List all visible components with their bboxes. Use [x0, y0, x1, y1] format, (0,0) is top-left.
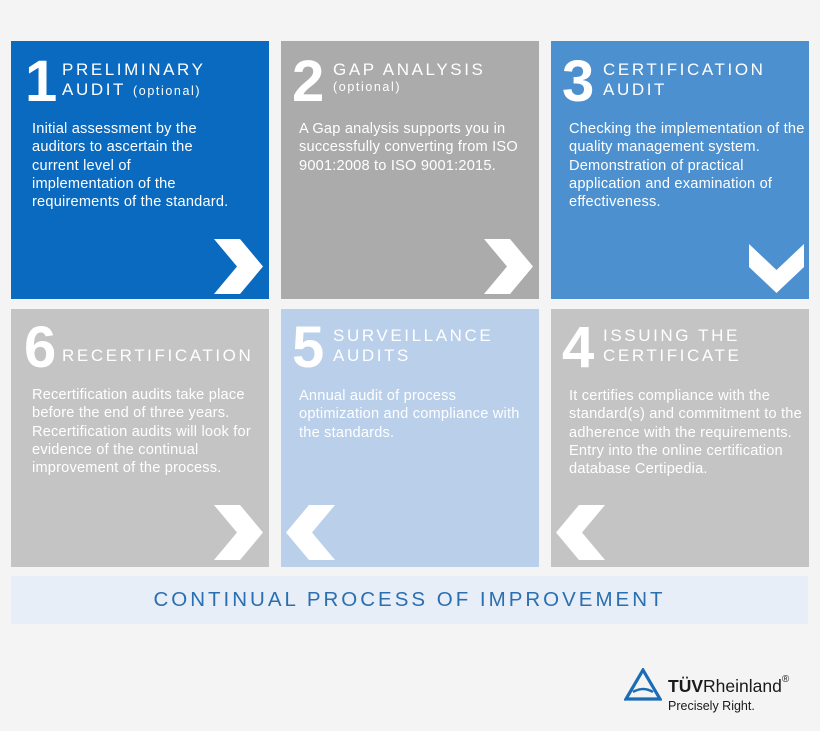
step-4-issuing-certificate: 4 ISSUING THE CERTIFICATE It certifies c… — [551, 309, 809, 567]
optional-note: (optional) — [133, 84, 202, 98]
step-title: GAP ANALYSIS (optional) — [333, 60, 486, 94]
step-number: 5 — [292, 315, 325, 380]
chevron-left-icon — [286, 505, 336, 560]
brand-tagline: Precisely Right. — [668, 699, 755, 713]
step-description: Checking the implementation of the quali… — [569, 121, 805, 211]
tuv-triangle-icon — [623, 666, 663, 707]
step-title: RECERTIFICATION — [62, 346, 254, 365]
chevron-right-icon — [214, 505, 264, 560]
step-6-recertification: 6 RECERTIFICATION Recertification audits… — [11, 309, 269, 567]
step-1-preliminary-audit: 1 PRELIMINARY AUDIT (optional) Initial a… — [11, 41, 269, 299]
step-number: 2 — [292, 49, 325, 114]
step-description: Initial assessment by the auditors to as… — [32, 121, 229, 211]
step-number: 1 — [25, 49, 58, 114]
step-3-certification-audit: 3 CERTIFICATION AUDIT Checking the imple… — [551, 41, 809, 299]
step-title: CERTIFICATION AUDIT — [603, 60, 766, 99]
chevron-down-icon — [749, 244, 804, 293]
step-number: 4 — [562, 315, 595, 380]
banner-text: CONTINUAL PROCESS OF IMPROVEMENT — [153, 588, 666, 611]
step-number: 6 — [24, 315, 57, 380]
step-description: Annual audit of process optimization and… — [299, 388, 520, 441]
step-title: ISSUING THE CERTIFICATE — [603, 326, 742, 365]
continual-improvement-banner: CONTINUAL PROCESS OF IMPROVEMENT — [11, 576, 808, 624]
step-description: Recertification audits take place before… — [32, 387, 251, 477]
step-description: It certifies compliance with the standar… — [569, 388, 802, 478]
step-2-gap-analysis: 2 GAP ANALYSIS (optional) A Gap analysis… — [281, 41, 539, 299]
chevron-right-icon — [214, 239, 264, 294]
step-number: 3 — [562, 49, 595, 114]
step-title: PRELIMINARY AUDIT (optional) — [62, 60, 206, 99]
step-title: SURVEILLANCE AUDITS — [333, 326, 494, 365]
optional-note: (optional) — [333, 80, 402, 94]
step-5-surveillance-audits: 5 SURVEILLANCE AUDITS Annual audit of pr… — [281, 309, 539, 567]
tuv-rheinland-logo: TÜVRheinland® Precisely Right. — [623, 666, 814, 718]
chevron-left-icon — [556, 505, 606, 560]
brand-name: TÜVRheinland® — [668, 674, 790, 696]
step-description: A Gap analysis supports you in successfu… — [299, 121, 518, 174]
chevron-right-icon — [484, 239, 534, 294]
